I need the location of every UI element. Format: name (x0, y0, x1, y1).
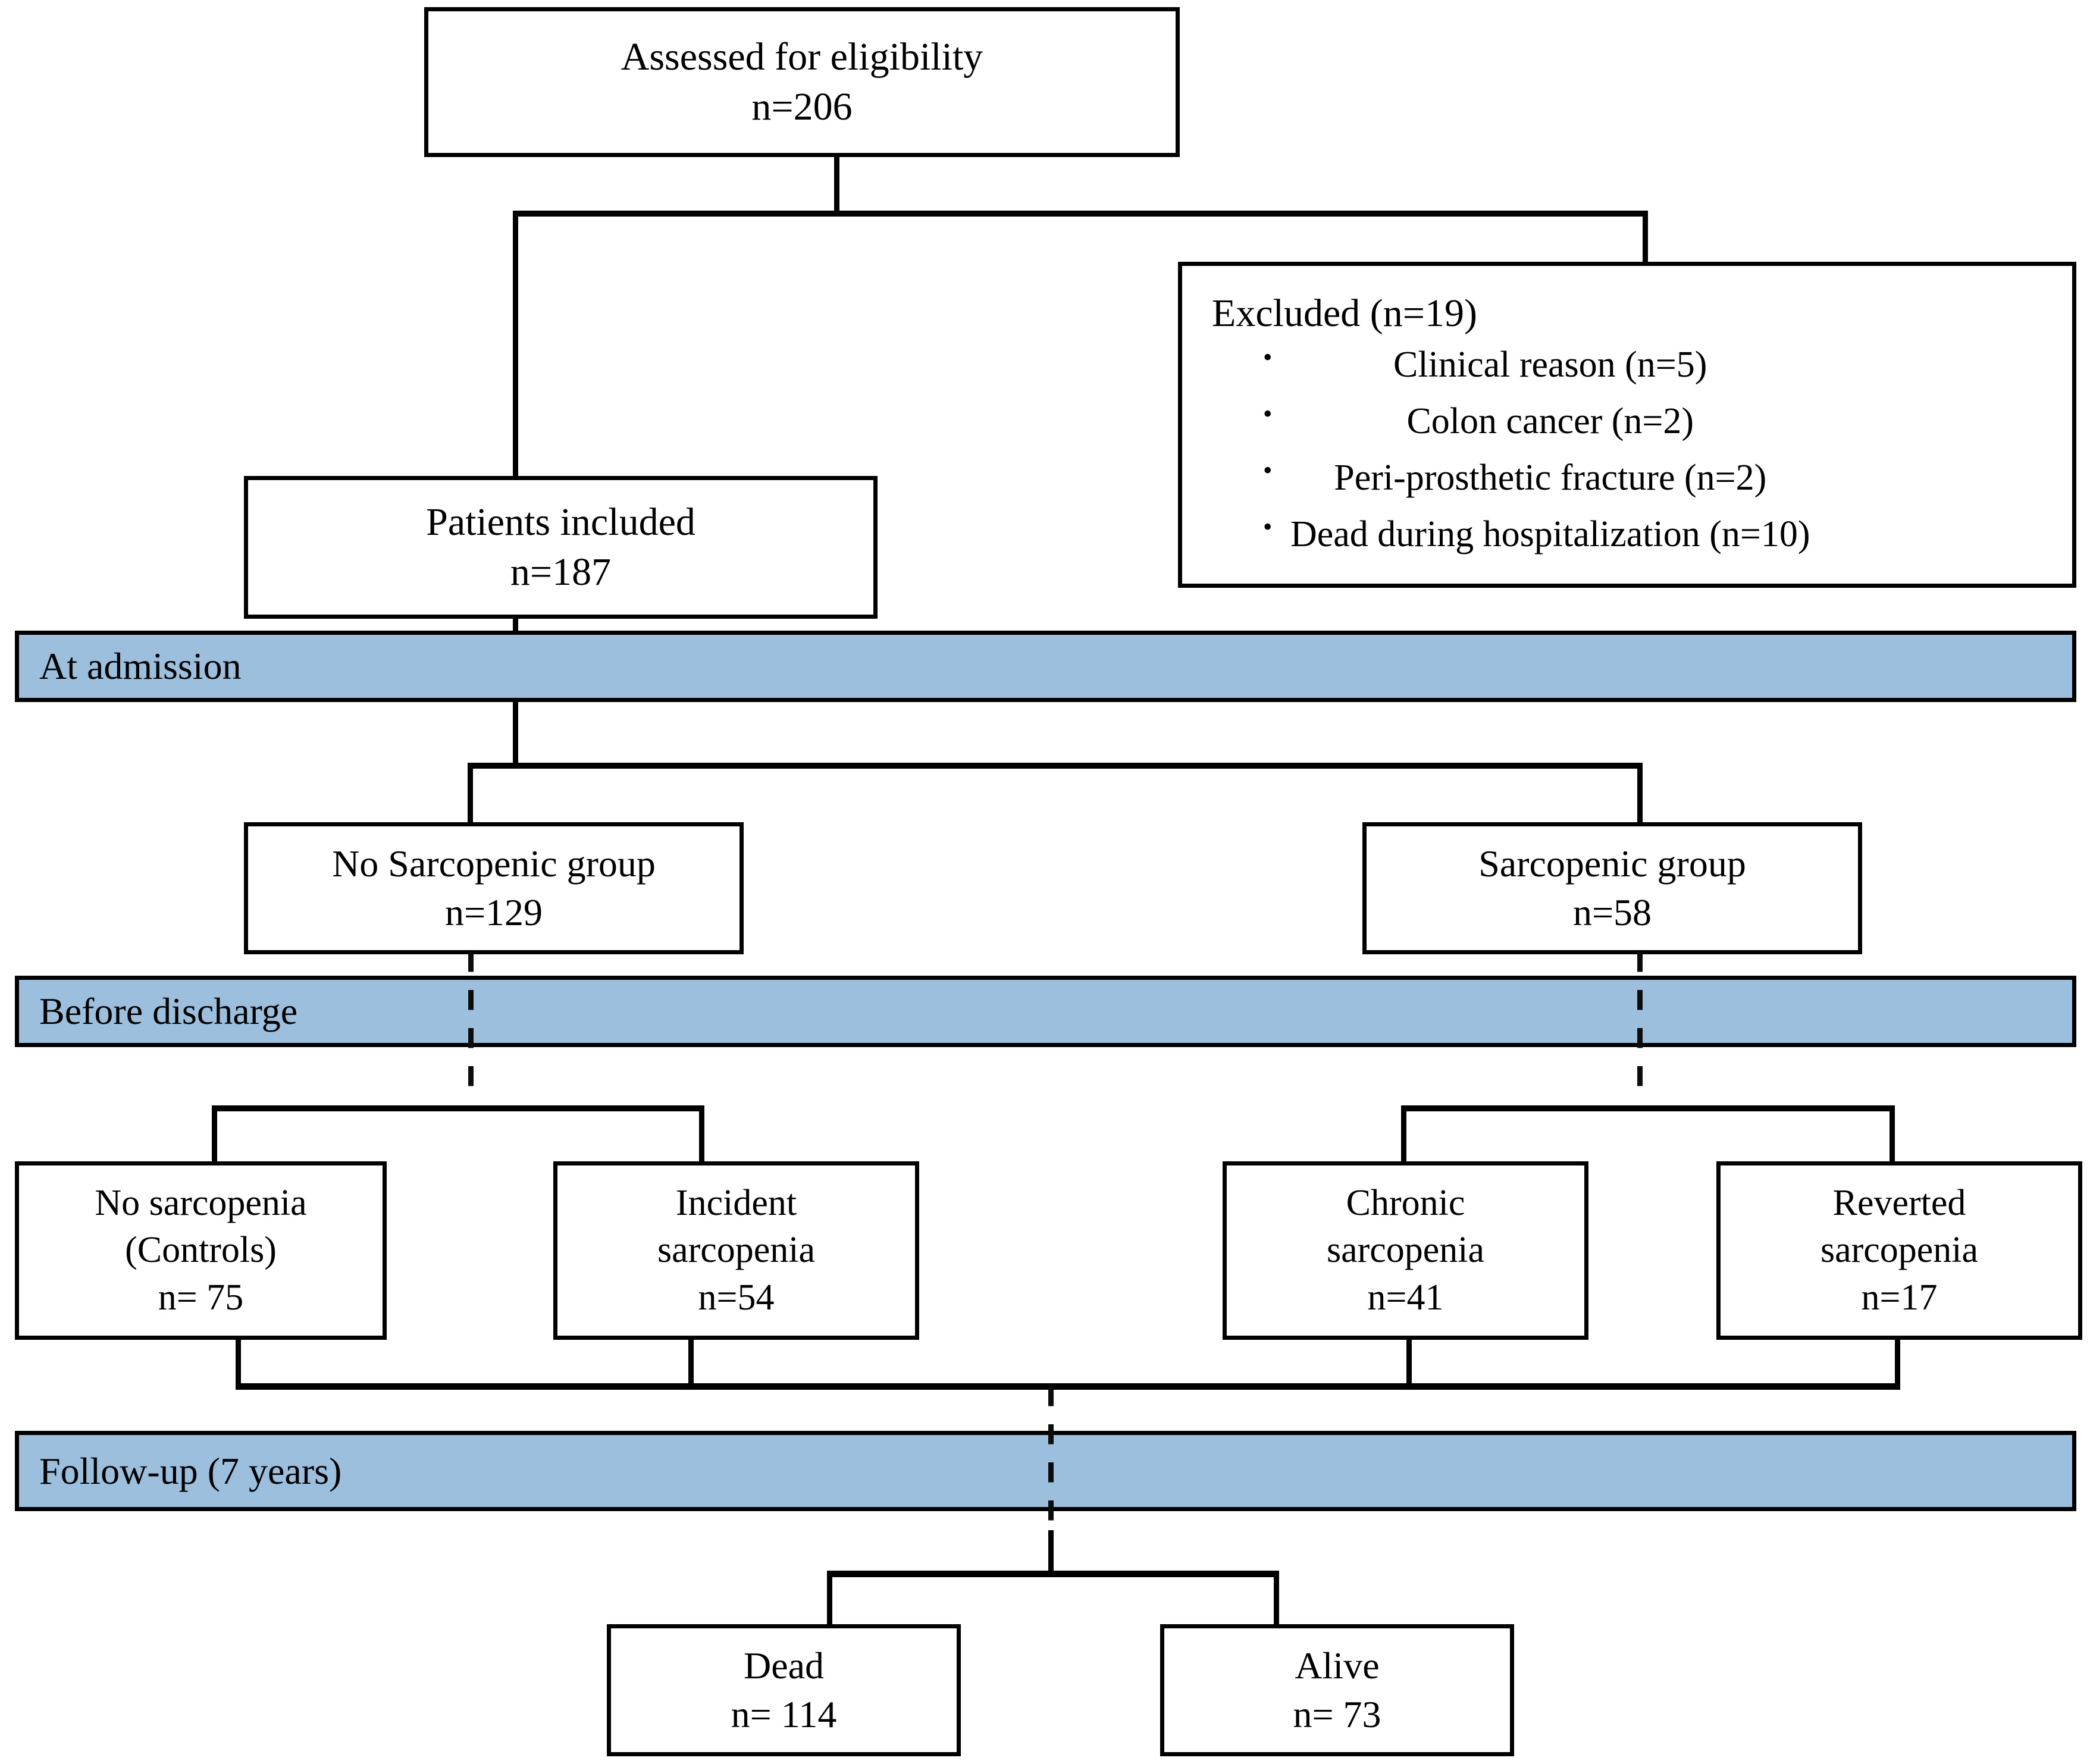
reverted-sarcopenia-line2: sarcopenia (1820, 1230, 1979, 1271)
no-sarcopenia-line2: (Controls) (125, 1230, 277, 1271)
node-dead[interactable]: Dead n= 114 (607, 1624, 961, 1756)
no-sarcopenia-count: n= 75 (158, 1277, 244, 1318)
node-incident-sarcopenia[interactable]: Incident sarcopenia n=54 (553, 1161, 919, 1340)
list-item: Peri-prosthetic fracture (n=2) (1263, 455, 1810, 500)
connector-to-excluded (1643, 211, 1648, 264)
node-no-sarcopenic-group[interactable]: No Sarcopenic group n=129 (244, 822, 744, 954)
connector-discharge-right-drop-a (1401, 1105, 1406, 1165)
node-no-sarcopenia-controls[interactable]: No sarcopenia (Controls) n= 75 (15, 1161, 387, 1340)
band-at-admission: At admission (15, 631, 2076, 702)
connector-admission-split-bar (468, 763, 1643, 769)
connector-merge-drop-1 (236, 1337, 241, 1388)
connector-admission-right-drop (1637, 763, 1643, 825)
list-item: Clinical reason (n=5) (1263, 342, 1810, 387)
dashed-connector-no-sarcopenic (468, 952, 474, 1102)
dead-label: Dead (743, 1644, 825, 1687)
incident-sarcopenia-count: n=54 (698, 1277, 775, 1318)
band-discharge-label: Before discharge (39, 990, 298, 1032)
included-label: Patients included (426, 500, 695, 544)
no-sarcopenic-group-count: n=129 (444, 891, 543, 933)
alive-label: Alive (1295, 1644, 1380, 1687)
connector-to-included (513, 211, 518, 478)
connector-followup-drop-dead (827, 1571, 832, 1627)
node-sarcopenic-group[interactable]: Sarcopenic group n=58 (1362, 822, 1862, 954)
band-followup-label: Follow-up (7 years) (39, 1449, 342, 1492)
included-count: n=187 (510, 550, 612, 594)
node-chronic-sarcopenia[interactable]: Chronic sarcopenia n=41 (1223, 1161, 1588, 1340)
band-follow-up: Follow-up (7 years) (15, 1431, 2076, 1511)
chronic-sarcopenia-count: n=41 (1367, 1277, 1444, 1318)
node-excluded[interactable]: Excluded (n=19) Clinical reason (n=5) Co… (1178, 262, 2076, 588)
connector-top-split-bar (513, 211, 1648, 217)
connector-discharge-left-drop-a (212, 1105, 217, 1165)
connector-assessed-down (834, 156, 839, 215)
band-admission-label: At admission (39, 645, 242, 687)
incident-sarcopenia-line1: Incident (675, 1182, 797, 1223)
connector-admission-left-drop (468, 763, 473, 825)
node-assessed-for-eligibility[interactable]: Assessed for eligibility n=206 (424, 7, 1180, 157)
no-sarcopenia-line1: No sarcopenia (95, 1182, 307, 1223)
sarcopenic-group-label: Sarcopenic group (1478, 842, 1746, 885)
dead-count: n= 114 (731, 1693, 837, 1735)
connector-discharge-right-bar (1401, 1105, 1895, 1111)
reverted-sarcopenia-count: n=17 (1861, 1277, 1938, 1318)
connector-followup-split-bar (827, 1571, 1279, 1577)
chronic-sarcopenia-line2: sarcopenia (1326, 1230, 1485, 1271)
assessed-count: n=206 (751, 85, 853, 129)
list-item: Dead during hospitalization (n=10) (1263, 512, 1810, 556)
node-alive[interactable]: Alive n= 73 (1160, 1624, 1514, 1756)
connector-discharge-left-drop-b (699, 1105, 704, 1165)
dashed-connector-followup (1048, 1386, 1054, 1529)
node-reverted-sarcopenia[interactable]: Reverted sarcopenia n=17 (1716, 1161, 2082, 1340)
dashed-connector-sarcopenic (1637, 952, 1643, 1102)
connector-discharge-left-bar (212, 1105, 704, 1111)
connector-merge-drop-4 (1895, 1337, 1900, 1388)
band-before-discharge: Before discharge (15, 976, 2076, 1047)
connector-merge-bar (236, 1383, 1900, 1390)
node-patients-included[interactable]: Patients included n=187 (244, 476, 878, 619)
incident-sarcopenia-line2: sarcopenia (657, 1230, 816, 1271)
reverted-sarcopenia-line1: Reverted (1832, 1182, 1966, 1223)
connector-followup-drop-alive (1274, 1571, 1279, 1627)
connector-discharge-right-drop-b (1890, 1105, 1895, 1165)
excluded-reason-list: Clinical reason (n=5) Colon cancer (n=2)… (1252, 342, 1810, 570)
connector-followup-down (1048, 1530, 1054, 1573)
connector-merge-drop-2 (688, 1337, 694, 1388)
connector-merge-drop-3 (1406, 1337, 1412, 1388)
chronic-sarcopenia-line1: Chronic (1346, 1182, 1465, 1223)
excluded-title: Excluded (n=19) (1212, 292, 1477, 335)
list-item: Colon cancer (n=2) (1263, 399, 1810, 443)
alive-count: n= 73 (1293, 1693, 1381, 1735)
no-sarcopenic-group-label: No Sarcopenic group (332, 842, 656, 885)
sarcopenic-group-count: n=58 (1572, 891, 1652, 933)
assessed-label: Assessed for eligibility (621, 35, 983, 79)
